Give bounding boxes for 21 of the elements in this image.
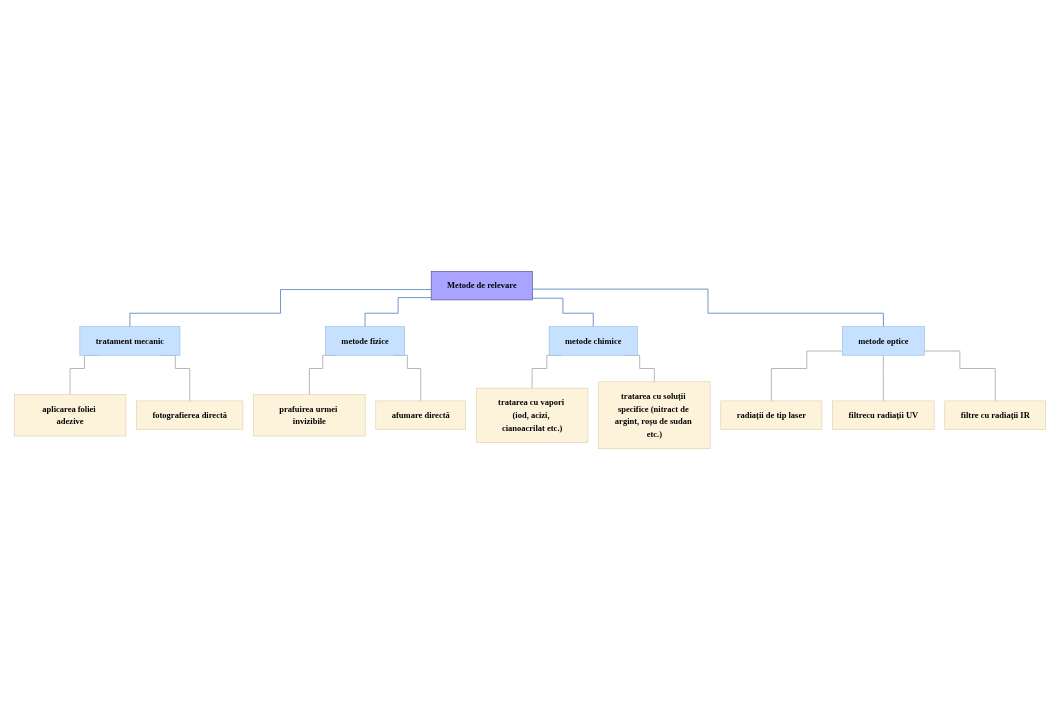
connector (532, 298, 594, 328)
node-box: metode fizice (325, 326, 405, 356)
node-box: filtre cu radiații IR (944, 401, 1046, 431)
connector (129, 289, 432, 328)
node-box: metode optice (842, 326, 925, 356)
node-box: aplicarea foliei adezive (14, 394, 127, 437)
node-box: afumare directă (375, 401, 466, 431)
connector (364, 297, 432, 328)
node-box: radiații de tip laser (720, 401, 823, 431)
node-box: fotografierea directă (136, 401, 244, 431)
node-box: tratarea cu soluții specifice (nitract de argint, roșu de sudan etc.) (598, 382, 711, 450)
node-box: filtrecu radiații UV (832, 401, 935, 431)
node-box: tratarea cu vapori (iod, acizi, cianoacrilat etc.) (476, 388, 589, 444)
node-box: prafuirea urmei invizibile (253, 394, 366, 437)
connector (770, 351, 843, 402)
connector (924, 351, 996, 402)
node-box: metode chimice (548, 326, 638, 356)
node-box: tratament mecanic (79, 326, 181, 356)
connector (882, 355, 884, 402)
connector (532, 289, 884, 328)
node-box: Metode de relevare (430, 271, 533, 301)
